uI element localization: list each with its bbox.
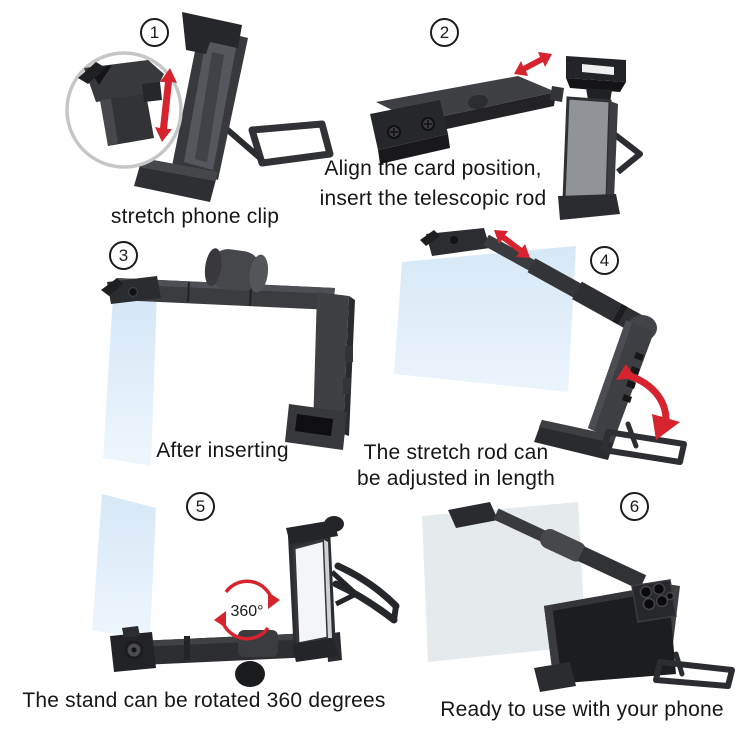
extend-arrow-icon bbox=[494, 230, 530, 258]
phone-clip-body bbox=[134, 12, 248, 202]
rotation-360-icon: 360° bbox=[214, 579, 280, 641]
step-1-caption: stretch phone clip bbox=[110, 205, 280, 228]
step-2-caption-line2: insert the telescopic rod bbox=[319, 187, 547, 210]
lower-arm bbox=[588, 320, 654, 440]
clip-back bbox=[558, 56, 643, 220]
stretch-arrow-icon bbox=[155, 68, 177, 142]
zoom-inset-circle bbox=[65, 51, 183, 169]
step-4-caption-line2: be adjusted in length bbox=[356, 467, 556, 490]
ready-phone-illustration bbox=[422, 502, 735, 692]
step-4-caption: The stretch rod can be adjusted in lengt… bbox=[346, 440, 566, 492]
holder-arm bbox=[101, 248, 355, 450]
step-4-caption-line1: The stretch rod can bbox=[363, 441, 549, 464]
step-4-number: 4 bbox=[599, 250, 610, 270]
step-6-number-badge: 6 bbox=[620, 492, 649, 521]
step-5-caption: The stand can be rotated 360 degrees bbox=[22, 689, 386, 712]
adjust-length-illustration bbox=[394, 228, 687, 465]
folding-base bbox=[534, 420, 687, 465]
after-inserting-illustration bbox=[101, 248, 355, 466]
step-3-number: 3 bbox=[118, 245, 129, 265]
visor-clamp bbox=[420, 228, 490, 256]
step-3-caption: After inserting bbox=[156, 439, 289, 462]
step-2-number: 2 bbox=[439, 22, 450, 42]
step-5-number: 5 bbox=[195, 496, 206, 516]
step-1-number: 1 bbox=[149, 22, 160, 42]
folding-base bbox=[534, 651, 735, 692]
phone bbox=[544, 579, 677, 684]
telescopic-rod bbox=[370, 76, 564, 164]
fold-arrow-icon bbox=[616, 364, 680, 440]
step-1-number-badge: 1 bbox=[140, 18, 169, 47]
step-2-number-badge: 2 bbox=[430, 18, 459, 47]
phone-clip-illustration bbox=[65, 12, 334, 202]
step-3-number-badge: 3 bbox=[109, 241, 138, 270]
visor-panel bbox=[103, 290, 157, 466]
rotate-360-illustration: 360° bbox=[92, 494, 400, 687]
step-6-caption: Ready to use with your phone bbox=[440, 698, 724, 721]
step-5-number-badge: 5 bbox=[186, 492, 215, 521]
phone-holder-mirror bbox=[286, 516, 344, 662]
hinge-cylinder bbox=[204, 248, 269, 293]
insert-arrow-icon bbox=[514, 52, 552, 76]
step-2-caption-line1: Align the card position, bbox=[324, 157, 542, 180]
kickstand-frame bbox=[330, 562, 400, 624]
rotation-360-label: 360° bbox=[230, 603, 263, 620]
stretch-rod bbox=[448, 502, 647, 590]
step-2-caption: Align the card position, insert the tele… bbox=[288, 154, 578, 214]
step-4-number-badge: 4 bbox=[590, 246, 619, 275]
visor-panel bbox=[92, 494, 156, 640]
visor-panel bbox=[394, 246, 576, 392]
step-6-number: 6 bbox=[629, 496, 640, 516]
insert-rod-illustration bbox=[370, 52, 643, 220]
